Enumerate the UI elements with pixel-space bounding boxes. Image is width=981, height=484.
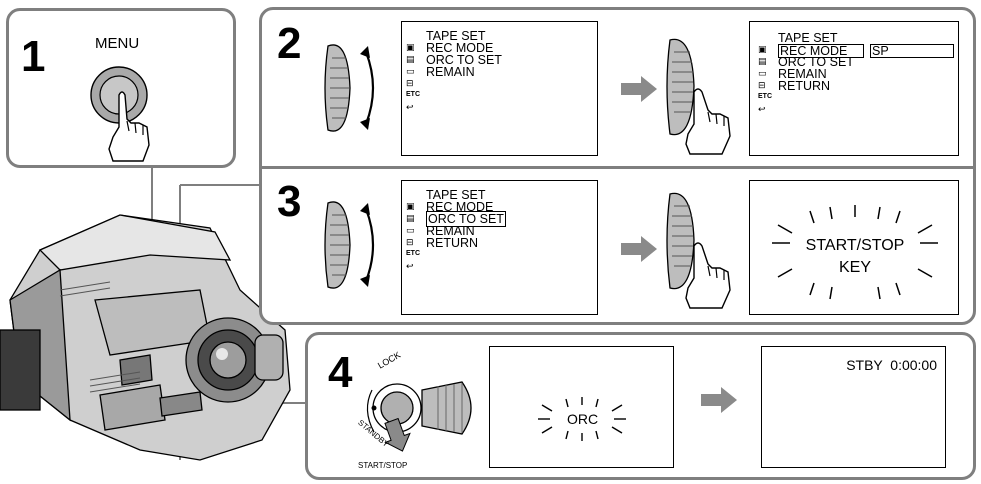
menu-item-return: RETURN [426,236,479,250]
menu-button-icon[interactable] [83,65,163,165]
step4-screen-a: ORC [489,346,674,468]
camera-icon: ▤ [758,56,767,66]
step1-panel: 1 MENU [6,8,236,168]
menu-item-return: RETURN [778,79,831,93]
blink-rays-icon [772,205,938,300]
start-stop-key-line1: START/STOP [805,237,905,254]
camera-icon: ▤ [406,213,415,223]
etc-icon: ETC [406,91,420,98]
control-dial-rotate-icon [324,44,375,132]
step3-screen-b: START/STOP KEY [749,180,959,315]
settings-icon: ⊟ [406,237,414,247]
control-dial-press-icon [666,38,731,155]
step-divider [262,166,973,169]
blink-rays-icon [538,397,626,441]
start-stop-key-line2: KEY [838,259,871,276]
menu-item-rec-mode-selected[interactable]: REC MODE [778,44,864,58]
tape-icon: ▭ [406,225,415,235]
menu-item-rec-mode: REC MODE [426,41,494,55]
menu-item-orc-to-set-selected[interactable]: ORC TO SET [426,211,506,227]
menu-item-remain: REMAIN [426,65,475,79]
menu-item-remain: REMAIN [778,67,827,81]
power-switch-icon[interactable] [352,360,502,460]
camera-icon: ▤ [406,54,415,64]
next-arrow-icon [621,236,657,262]
step2-number: 2 [277,19,302,68]
settings-icon: ⊟ [406,78,414,88]
menu-button-label: MENU [95,35,140,52]
cassette-icon: ▣ [406,42,415,52]
step4-screen-b: STBY 0:00:00 [761,346,946,468]
next-arrow-icon [701,387,737,413]
cassette-icon: ▣ [758,44,767,54]
tape-icon: ▭ [406,66,415,76]
menu-title: TAPE SET [426,29,486,43]
cassette-icon: ▣ [406,201,415,211]
control-dial-rotate-icon [324,201,375,289]
menu-title: TAPE SET [426,188,486,202]
etc-icon: ETC [758,93,772,100]
step3-screen-a: TAPE SET ▣ REC MODE ▤ ORC TO SET ▭ REMAIN ⊟… [401,180,598,315]
menu-item-orc-to-set: ORC TO SET [426,53,502,67]
step3-number: 3 [277,177,302,226]
control-dial-press-icon [666,192,731,309]
return-icon: ↩ [406,261,414,271]
orc-indicator: ORC [566,411,599,427]
step2-screen-b: TAPE SET ▣ REC MODE SP ▤ ORC TO SET ▭ REMAIN… [749,21,959,156]
tape-icon: ▭ [758,68,767,78]
menu-title: TAPE SET [778,31,838,45]
menu-item-remain: REMAIN [426,224,475,238]
step2-screen-a: TAPE SET ▣ REC MODE ▤ ORC TO SET ▭ REMAIN ⊟… [401,21,598,156]
rec-mode-value[interactable]: SP [870,44,954,58]
step1-number: 1 [21,32,46,81]
next-arrow-icon [621,76,657,102]
etc-icon: ETC [406,250,420,257]
menu-item-orc-to-set: ORC TO SET [778,55,854,69]
return-icon: ↩ [406,102,414,112]
settings-icon: ⊟ [758,80,766,90]
step4-number: 4 [328,348,353,397]
menu-item-rec-mode: REC MODE [426,200,494,214]
standby-timecode: STBY 0:00:00 [846,357,937,373]
start-stop-button-label: START/STOP [358,461,408,470]
return-icon: ↩ [758,104,766,114]
